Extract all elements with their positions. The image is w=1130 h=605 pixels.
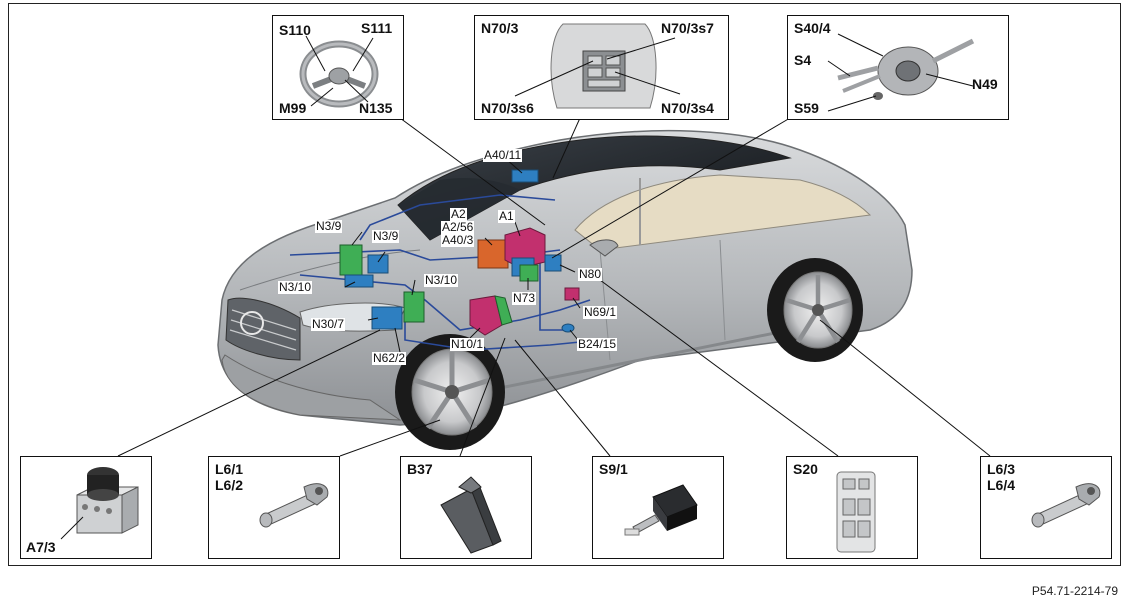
n30-7-module [371, 306, 403, 330]
steering-column-switch-icon [827, 33, 975, 112]
label-l6-3: L6/3 [987, 461, 1016, 477]
label-a40-3: A40/3 [441, 233, 475, 247]
accelerator-pedal-box: B37 [400, 456, 532, 559]
label-s40-4: S40/4 [794, 20, 831, 36]
label-n135: N135 [359, 100, 393, 116]
sensor-rear-icon [1031, 483, 1101, 528]
n3-9-left-module [339, 244, 363, 276]
figure-id: P54.71-2214-79 [1031, 584, 1118, 598]
steering-wheel-icon [299, 35, 379, 108]
label-b24-15: B24/15 [577, 337, 618, 351]
front-wheel [395, 334, 505, 450]
n80-module [544, 254, 562, 272]
a2-module [477, 239, 509, 269]
window-switch-box: S20 [786, 456, 918, 559]
label-n3-9-left: N3/9 [315, 219, 343, 233]
label-n73: N73 [512, 291, 537, 305]
abs-unit-box: A7/3 [20, 456, 152, 559]
label-n69-1: N69/1 [583, 305, 618, 319]
n3-10-right-module [403, 291, 425, 323]
label-n70-3s4: N70/3s4 [661, 100, 714, 116]
b24-15-sensor [561, 323, 575, 333]
label-s110: S110 [279, 22, 311, 38]
label-n10-1: N10/1 [450, 337, 485, 351]
label-n3-10-right: N3/10 [424, 273, 459, 287]
overhead-panel-box: N70/3 N70/3s7 N70/3s6 N70/3s4 [474, 15, 729, 120]
pedal-icon [440, 476, 502, 554]
a40-11-module [511, 169, 539, 183]
label-n70-3: N70/3 [481, 20, 519, 36]
sensor-front-icon [259, 483, 329, 528]
label-l6-4: L6/4 [987, 477, 1016, 493]
n69-1-module [564, 287, 580, 301]
label-n3-10-left: N3/10 [278, 280, 313, 294]
label-m99: M99 [279, 100, 307, 116]
hydraulic-unit-icon [60, 467, 139, 540]
label-n49: N49 [972, 76, 998, 92]
n10-1-module [469, 295, 503, 336]
label-s4: S4 [794, 52, 812, 68]
label-a2-56: A2/56 [441, 220, 475, 234]
label-n30-7: N30/7 [311, 317, 346, 331]
steering-wheel-box: S110 S111 M99 N135 [272, 15, 404, 120]
label-b37: B37 [407, 461, 433, 477]
label-s111: S111 [361, 20, 393, 36]
label-a1: A1 [498, 209, 515, 223]
label-n3-9-right: N3/9 [372, 229, 400, 243]
brake-switch-box: S9/1 [592, 456, 724, 559]
label-l6-1: L6/1 [215, 461, 244, 477]
label-n70-3s7: N70/3s7 [661, 20, 714, 36]
sensor-front-box: L6/1 L6/2 [208, 456, 340, 559]
n3-9-right-module [367, 254, 389, 274]
label-a40-11: A40/11 [483, 148, 523, 162]
steering-column-switch-box: S40/4 S4 N49 S59 [787, 15, 1009, 120]
label-s59: S59 [794, 100, 819, 116]
brake-switch-icon [624, 484, 698, 536]
window-switch-icon [836, 471, 876, 553]
label-a2: A2 [450, 207, 467, 221]
label-a7-3: A7/3 [26, 539, 56, 555]
overhead-panel-icon [514, 23, 681, 109]
control-modules [339, 169, 580, 336]
rear-wheel [767, 258, 863, 362]
n73-module [519, 264, 539, 282]
sensor-rear-box: L6/3 L6/4 [980, 456, 1112, 559]
leader-lines [117, 117, 991, 457]
label-n80: N80 [578, 267, 603, 281]
label-l6-2: L6/2 [215, 477, 244, 493]
label-n62-2: N62/2 [372, 351, 407, 365]
label-s20: S20 [793, 461, 818, 477]
label-s9-1: S9/1 [599, 461, 628, 477]
label-n70-3s6: N70/3s6 [481, 100, 534, 116]
